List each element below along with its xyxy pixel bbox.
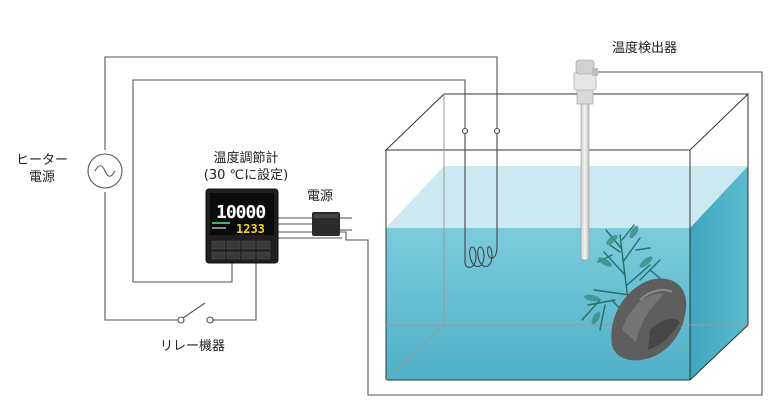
plant-leaves (584, 225, 653, 325)
wire-sensor-1 (278, 71, 763, 396)
heater-coil (461, 127, 501, 268)
water-tank (384, 93, 750, 381)
water-surface (386, 166, 748, 228)
wire-heater-bottom (104, 192, 178, 321)
wire-relay-right (213, 262, 257, 321)
ac-source-symbol (87, 153, 123, 189)
controller-label: 温度調節計 (30 ℃に設定) (190, 150, 302, 184)
relay-label: リレー機器 (160, 339, 226, 354)
heater-power-label: ヒーター 電源 (12, 152, 72, 186)
aquarium-plant (581, 224, 663, 331)
controller-main-display: 10000 (216, 202, 265, 223)
controller-sub-display: 1233 (236, 222, 265, 236)
heater-label-line2: 電源 (28, 170, 55, 185)
power-supply-box (312, 212, 340, 236)
controller-buttons (211, 240, 271, 260)
temperature-controller: 10000 1233 (205, 188, 279, 264)
heater-label-line1: ヒーター (15, 153, 68, 168)
water-side (690, 166, 748, 380)
wire-heater-outer (104, 56, 498, 150)
controller-label-line1: 温度調節計 (213, 151, 279, 166)
relay-switch (177, 302, 214, 324)
wire-heater-inner (132, 79, 466, 283)
temperature-sensor (573, 59, 598, 261)
controller-label-line2: (30 ℃に設定) (203, 168, 289, 183)
power-supply-label: 電源 (306, 189, 333, 204)
sensor-label: 温度検出器 (612, 41, 678, 56)
aquarium-rock (611, 278, 687, 361)
